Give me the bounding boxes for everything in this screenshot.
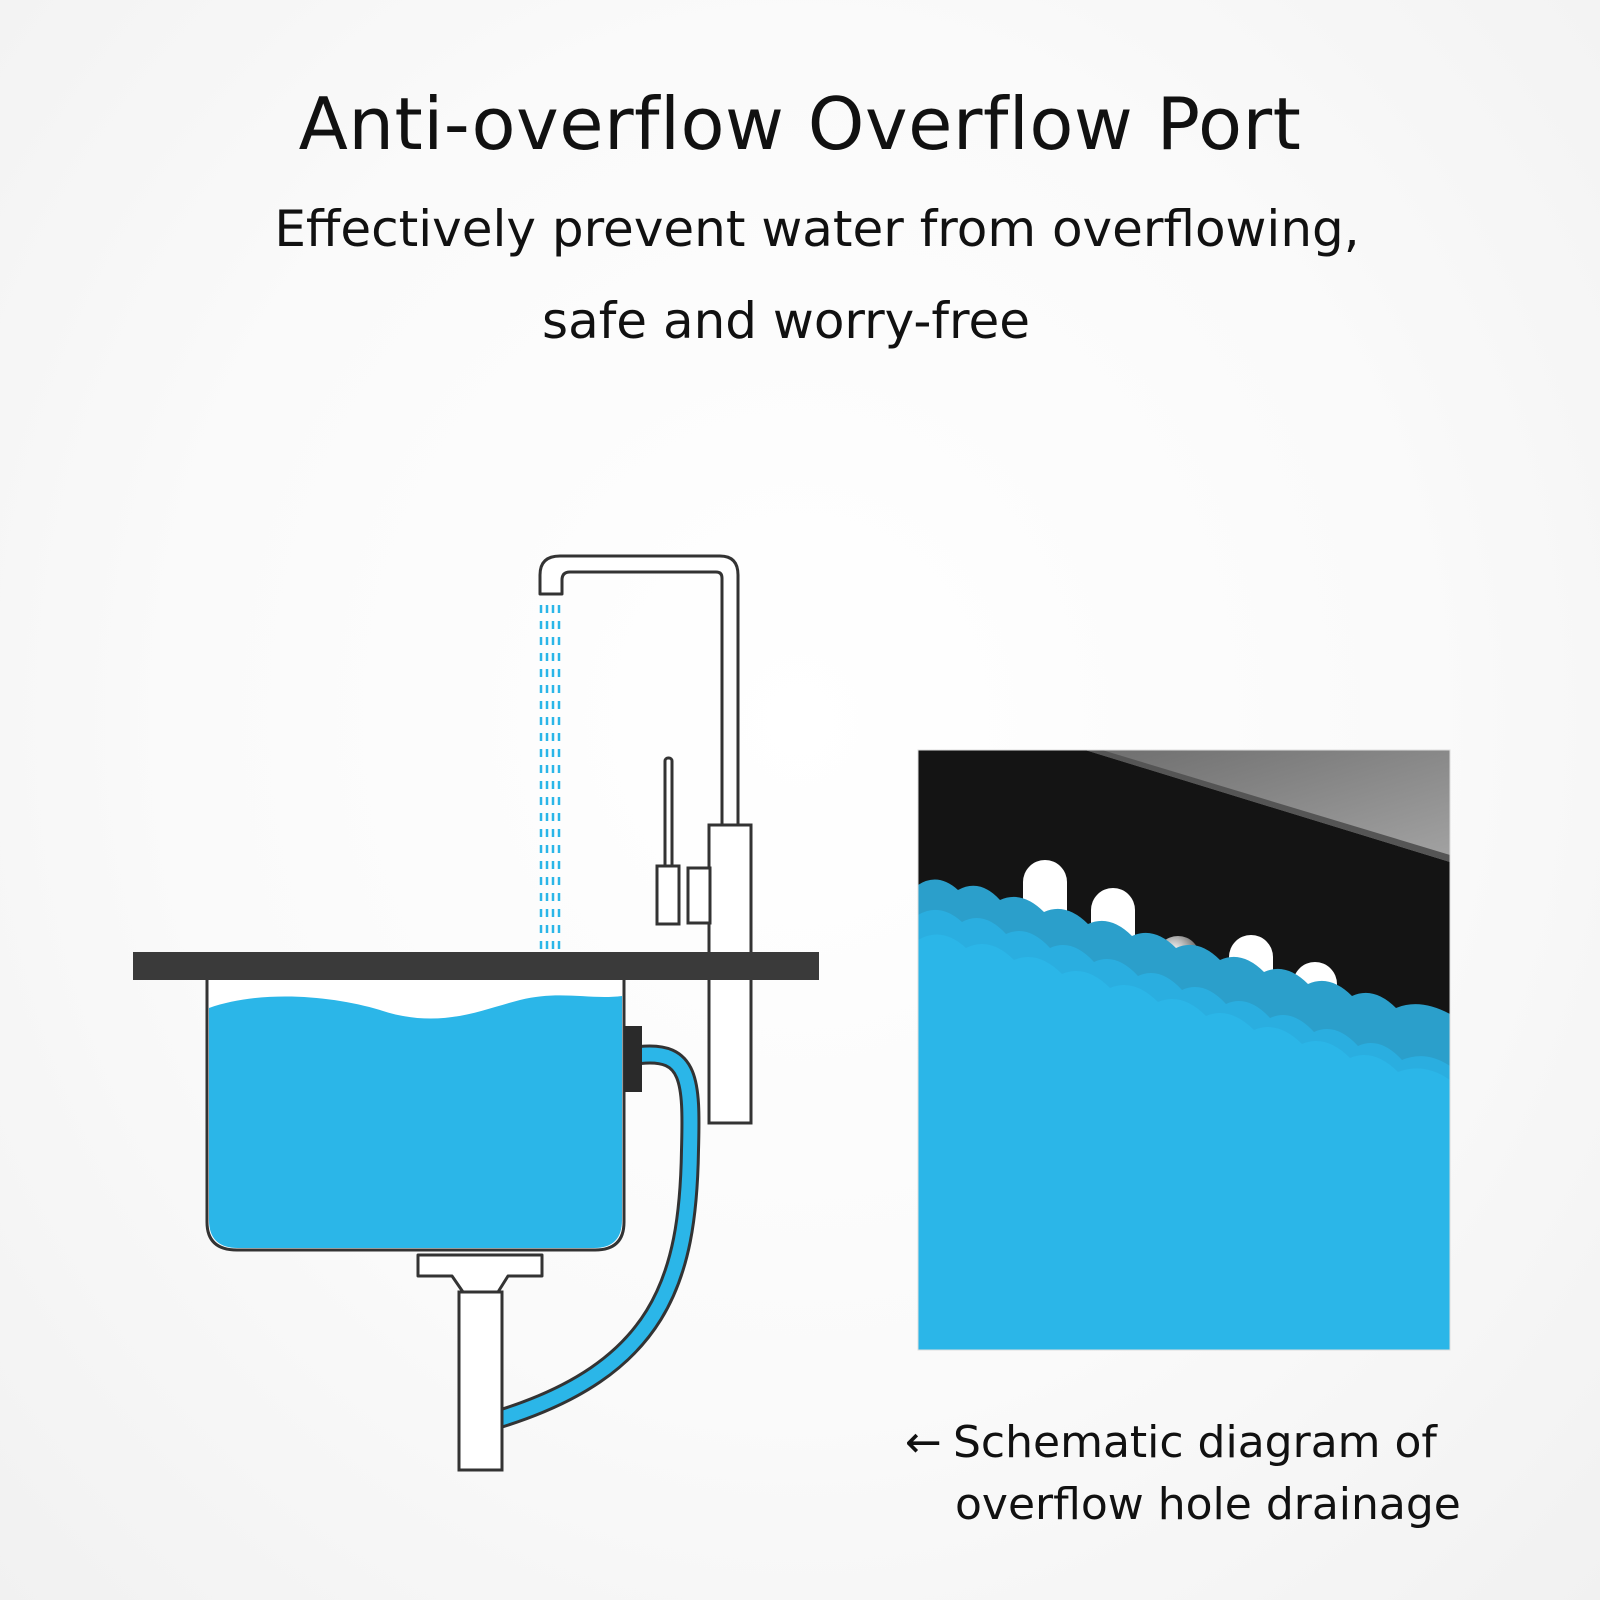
faucet-handle-lever — [663, 756, 674, 870]
caption-line-1: Schematic diagram of — [953, 1417, 1437, 1468]
drain-flange — [416, 1253, 544, 1294]
faucet-handle-base — [655, 864, 681, 926]
basin-water — [209, 995, 622, 1248]
water-stream — [539, 605, 561, 1015]
faucet-spout — [538, 554, 740, 827]
closeup-wall-edge — [1085, 750, 1450, 862]
caption-line-2: overflow hole drainage — [955, 1479, 1461, 1530]
subtitle-line-2: safe and worry-free — [542, 292, 1030, 350]
overflow-hole-closeup — [918, 750, 1450, 1350]
faucet-handle-connector — [686, 866, 712, 925]
subtitle-line-1: Effectively prevent water from overflowi… — [274, 200, 1360, 258]
drain-pipe — [457, 1290, 504, 1472]
closeup-water-front — [918, 934, 1450, 1350]
countertop — [133, 952, 819, 980]
overflow-port — [624, 1026, 642, 1092]
overflow-hose-fill — [489, 1047, 698, 1427]
diagram-caption: ←Schematic diagram of overflow hole drai… — [905, 1412, 1465, 1536]
left-arrow-icon: ← — [905, 1417, 942, 1468]
sink-cross-section — [133, 554, 819, 1472]
page-title: Anti-overflow Overflow Port — [298, 82, 1302, 166]
